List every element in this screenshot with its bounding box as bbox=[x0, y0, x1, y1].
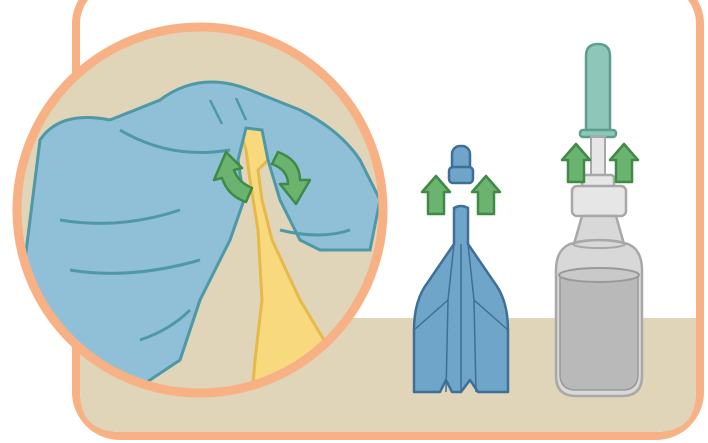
up-arrow-icon bbox=[560, 142, 592, 184]
bottle-liquid bbox=[559, 275, 639, 391]
up-arrow-icon bbox=[420, 174, 452, 216]
up-arrow-icon bbox=[470, 174, 502, 216]
spray-bottle bbox=[554, 42, 644, 398]
rotate-arrows-icon bbox=[212, 150, 312, 206]
single-use-vial bbox=[412, 144, 510, 394]
up-arrow-icon bbox=[608, 142, 640, 184]
dropper-bulb bbox=[584, 42, 612, 132]
bottle-neck bbox=[570, 184, 628, 218]
magnified-view bbox=[12, 22, 388, 398]
